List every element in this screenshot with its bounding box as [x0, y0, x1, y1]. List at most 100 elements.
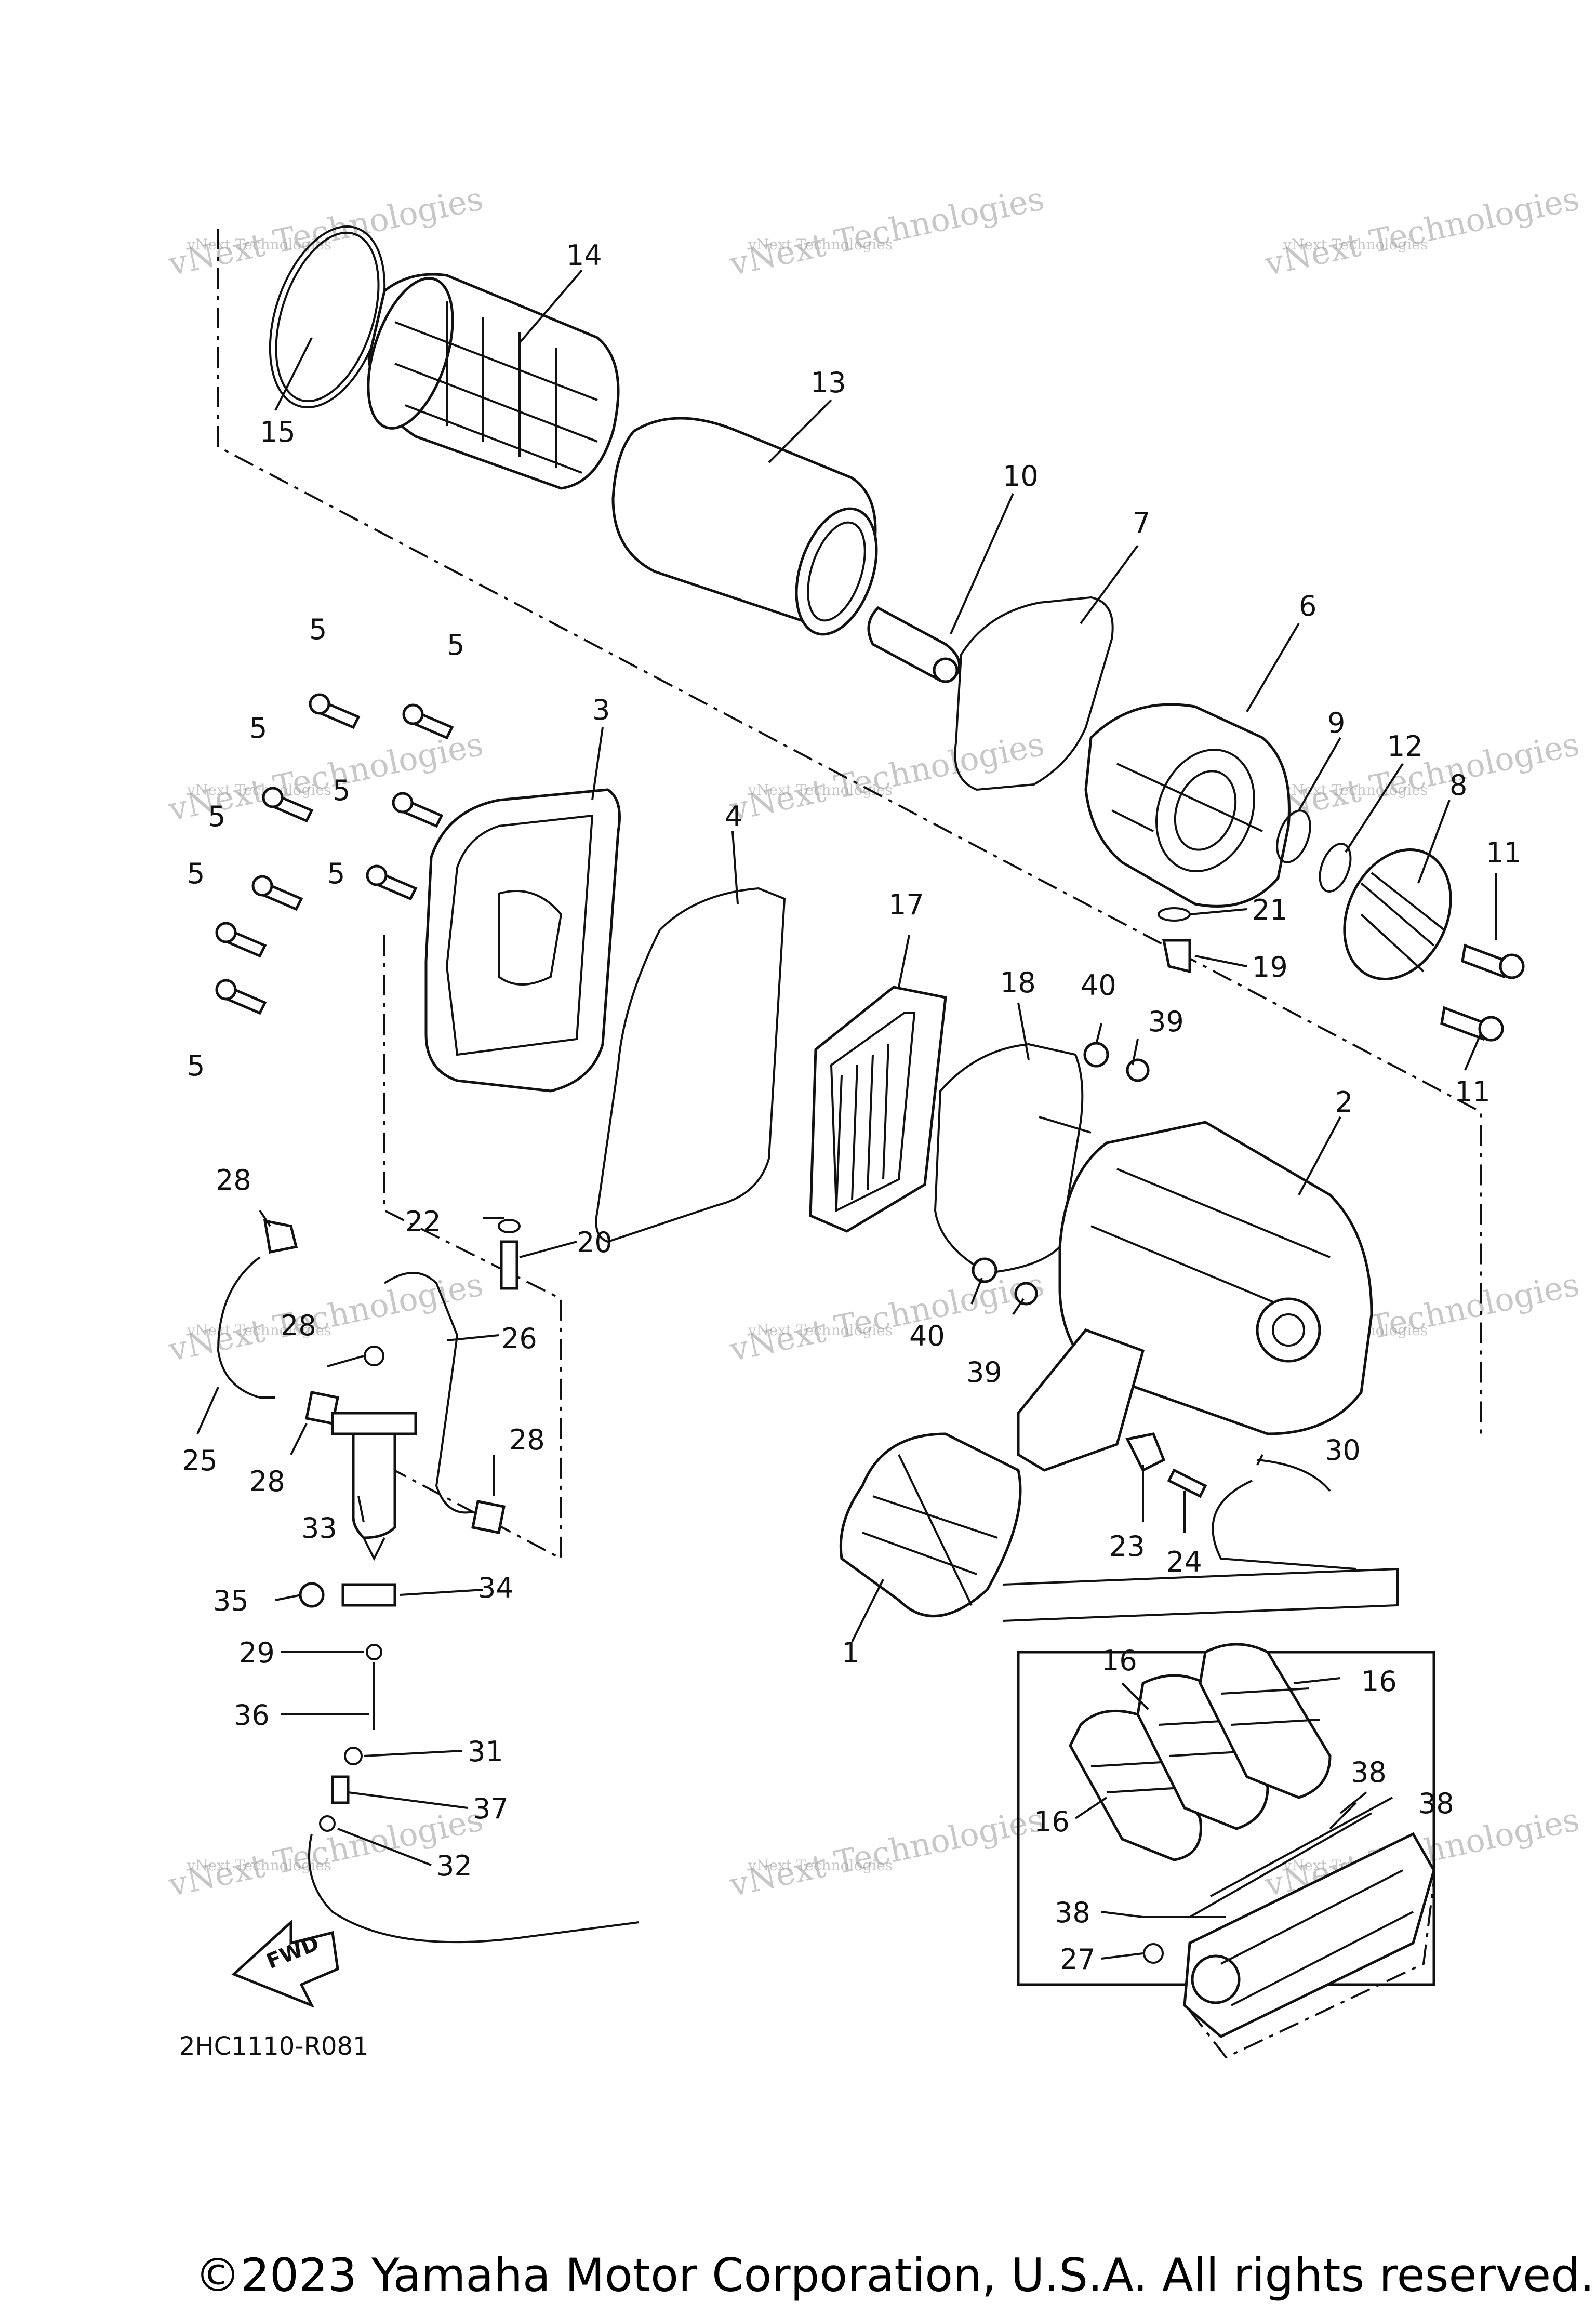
callout-11: 11: [1455, 1075, 1491, 1108]
ring-part-12: [1319, 843, 1352, 893]
callout-5: 5: [309, 613, 327, 646]
callout-34: 34: [478, 1572, 514, 1604]
leader-lines: [196, 269, 1497, 1960]
callout-2: 2: [1335, 1086, 1353, 1119]
bolt-part-35: [299, 1582, 325, 1608]
clamp-part-28: [364, 1346, 384, 1366]
callout-39: 39: [1148, 1005, 1184, 1038]
callout-14: 14: [566, 239, 602, 272]
svg-text:vNext Technologies: vNext Technologies: [187, 1322, 331, 1339]
callout-16: 16: [1361, 1665, 1397, 1698]
watermark: vNext Technologies vNext Technologies: [726, 725, 1047, 829]
fwd-arrow-icon: [231, 1919, 339, 2008]
callout-16: 16: [1101, 1644, 1137, 1677]
grommet-part-19: [1162, 939, 1191, 974]
clamp-part-28: [263, 1219, 298, 1254]
callout-labels: 14 15 13 10 7 6 9 12 8 11 11 21 19 5 5 5…: [182, 239, 1522, 1976]
callout-38: 38: [1351, 1756, 1387, 1789]
watermark: vNext Technologies vNext Technologies: [726, 179, 1047, 283]
callout-40: 40: [909, 1320, 945, 1352]
cover-part-6: [1084, 703, 1291, 908]
callout-21: 21: [1252, 894, 1288, 926]
separator-part-33: [331, 1412, 417, 1561]
case-part-2: [1017, 1121, 1373, 1472]
callout-25: 25: [182, 1444, 218, 1477]
callout-22: 22: [405, 1205, 441, 1238]
callout-8: 8: [1449, 769, 1467, 802]
joint-part-16: [1069, 1709, 1202, 1861]
svg-text:vNext Technologies: vNext Technologies: [165, 1265, 486, 1369]
callout-5: 5: [187, 857, 205, 890]
callout-3: 3: [592, 694, 610, 726]
svg-text:vNext Technologies: vNext Technologies: [748, 1857, 893, 1874]
gasket-part-7: [954, 596, 1114, 791]
bolt-part-40: [1083, 1042, 1109, 1068]
clip-part-31: [344, 1747, 363, 1765]
svg-text:vNext Technologies: vNext Technologies: [1283, 781, 1428, 799]
callout-16: 16: [1034, 1805, 1070, 1838]
callout-26: 26: [501, 1322, 537, 1355]
callout-5: 5: [447, 629, 464, 661]
callout-28: 28: [216, 1164, 251, 1196]
clip-part-27: [1143, 1943, 1164, 1964]
callout-36: 36: [234, 1699, 270, 1732]
hose-part-26: [383, 1272, 473, 1514]
joint-part-16: [1199, 1643, 1332, 1799]
callout-12: 12: [1387, 730, 1423, 763]
bolt-part-11: [1440, 1006, 1504, 1042]
case-cover-part-3: [424, 788, 621, 1093]
clamp-part-28: [471, 1500, 506, 1534]
svg-text:vNext Technologies: vNext Technologies: [1283, 236, 1428, 253]
svg-text:vNext Technologies: vNext Technologies: [748, 1322, 893, 1339]
pipe-part-10: [867, 606, 961, 683]
clip-part-32: [319, 1815, 336, 1832]
washer-part-39: [1126, 1058, 1150, 1082]
callout-30: 30: [1325, 1434, 1361, 1467]
svg-text:vNext Technologies: vNext Technologies: [1261, 179, 1582, 283]
collar-part-20: [500, 1240, 518, 1290]
watermark: vNext Technologies vNext Technologies: [165, 179, 486, 283]
svg-text:vNext Technologies: vNext Technologies: [187, 781, 331, 799]
watermark: vNext Technologies vNext Technologies: [1261, 179, 1582, 283]
callout-7: 7: [1133, 507, 1150, 539]
callout-28: 28: [281, 1309, 316, 1342]
callout-28: 28: [509, 1423, 545, 1456]
callout-29: 29: [239, 1637, 275, 1669]
clip-part-21: [1158, 907, 1191, 922]
gasket-part-18: [934, 1043, 1084, 1274]
callout-27: 27: [1060, 1943, 1096, 1976]
clip-part-29: [366, 1644, 382, 1660]
callout-18: 18: [1000, 966, 1036, 999]
callout-10: 10: [1003, 460, 1039, 493]
callout-1: 1: [842, 1637, 859, 1669]
bracket-part-23: [1125, 1432, 1166, 1472]
svg-text:vNext Technologies: vNext Technologies: [187, 1857, 331, 1874]
callout-28: 28: [249, 1465, 285, 1498]
filter-cage-part-14: [367, 273, 620, 490]
cap-part-8: [1343, 848, 1452, 980]
duct-part-1: [839, 1432, 1022, 1617]
svg-text:vNext Technologies: vNext Technologies: [726, 1265, 1047, 1369]
callout-20: 20: [577, 1226, 613, 1259]
callout-5: 5: [327, 857, 345, 890]
hose-part-30: [1212, 1459, 1356, 1570]
svg-text:vNext Technologies: vNext Technologies: [748, 236, 893, 253]
callout-13: 13: [810, 366, 846, 399]
callout-40: 40: [1081, 969, 1116, 1002]
assembly-frames: [217, 229, 1482, 1986]
svg-text:vNext Technologies: vNext Technologies: [187, 236, 331, 253]
bolt-part-11: [1461, 943, 1525, 979]
watermark: vNext Technologies vNext Technologies: [165, 1265, 486, 1369]
callout-31: 31: [468, 1735, 503, 1768]
callout-38: 38: [1055, 1896, 1090, 1929]
callout-35: 35: [213, 1585, 249, 1617]
svg-text:vNext Technologies: vNext Technologies: [726, 179, 1047, 283]
screws-part-5: [215, 693, 454, 1015]
throttle-body: [1183, 1832, 1435, 2059]
screw-part-24: [1167, 1468, 1207, 1498]
washer-part-39: [1014, 1282, 1038, 1306]
callout-24: 24: [1166, 1546, 1202, 1578]
svg-text:vNext Technologies: vNext Technologies: [726, 1800, 1047, 1904]
copyright-notice: ©2023 Yamaha Motor Corporation, U.S.A. A…: [195, 2249, 1594, 2302]
